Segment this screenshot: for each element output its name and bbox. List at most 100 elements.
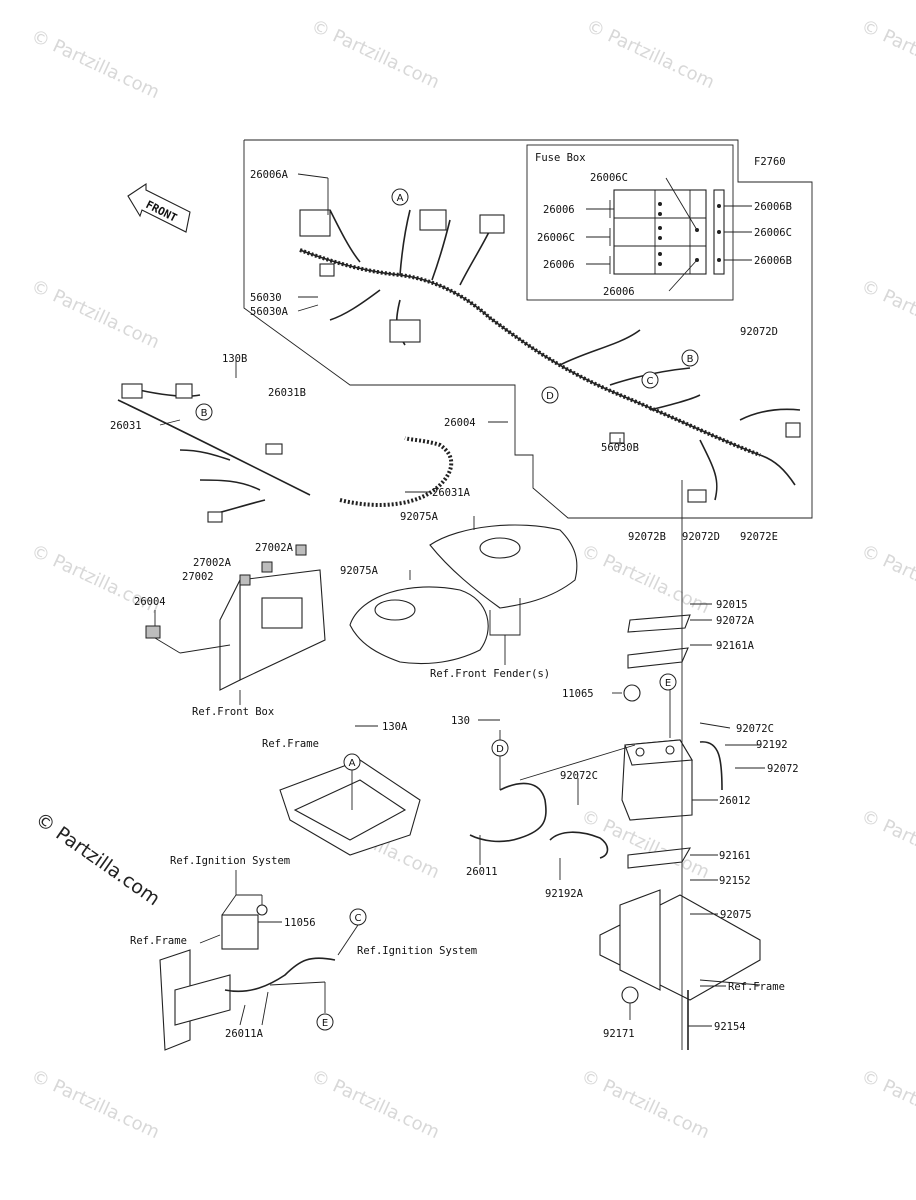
- part-label: Ref.Frame: [262, 738, 319, 750]
- part-label: 56030B: [601, 442, 639, 454]
- marker-circle: [681, 349, 699, 367]
- part-label: 26031A: [432, 487, 471, 499]
- part-label: 92075A: [400, 511, 439, 523]
- marker-label: B: [687, 354, 694, 365]
- leader-lines: [154, 173, 765, 1050]
- frame-lower-left: [159, 904, 336, 1051]
- marker-circle: [641, 371, 659, 389]
- part-label: 26012: [719, 795, 751, 807]
- part-label: 92152: [719, 875, 751, 887]
- marker-circle: [316, 1013, 334, 1031]
- part-label: 92161A: [716, 640, 755, 652]
- fuse-box-title: Fuse Box: [535, 152, 586, 164]
- part-label: 26006B: [754, 201, 792, 213]
- marker-circle: [195, 403, 213, 421]
- part-label: 26006C: [537, 232, 575, 244]
- marker-label: D: [546, 391, 554, 402]
- part-label: 27002A: [255, 542, 294, 554]
- main-harness: [299, 209, 801, 503]
- fuse-box-inset: Fuse Box F2760: [526, 144, 786, 301]
- part-label: 92192: [756, 739, 788, 751]
- cable-26031A: [339, 436, 454, 507]
- part-label: Ref.Frame: [130, 935, 187, 947]
- part-label: 11056: [284, 917, 316, 929]
- marker-circle: [659, 673, 677, 691]
- part-label: 26006C: [754, 227, 792, 239]
- part-label: 92075: [720, 909, 752, 921]
- battery-tray: [599, 889, 761, 1050]
- watermark: © Partzilla.com: [578, 540, 713, 618]
- part-label: 130B: [222, 353, 247, 365]
- watermark: © Partzilla.com: [308, 15, 443, 93]
- part-label: Ref.Front Box: [192, 706, 274, 718]
- part-label: 26006A: [250, 169, 289, 181]
- marker-circle: [541, 386, 559, 404]
- front-box: [145, 544, 326, 691]
- watermark: © Partzilla.com: [858, 805, 916, 883]
- part-label: 92171: [603, 1028, 635, 1040]
- sub-harness-26031: [117, 383, 311, 523]
- part-label: Ref.Ignition System: [170, 855, 290, 867]
- watermark: © Partzilla.com: [858, 15, 916, 93]
- watermark: © Partzilla.com: [578, 1065, 713, 1143]
- part-label: 92154: [714, 1021, 746, 1033]
- front-fenders: [349, 524, 578, 665]
- watermark: © Partzilla.com: [308, 1065, 443, 1143]
- part-label: 26011A: [225, 1028, 264, 1040]
- part-label: 92072D: [740, 326, 778, 338]
- watermark: © Partzilla.com: [28, 1065, 163, 1143]
- watermark: © Partzilla.com: [858, 275, 916, 353]
- part-label: 130A: [382, 721, 408, 733]
- part-label: 11065: [562, 688, 594, 700]
- part-label: 26006C: [590, 172, 628, 184]
- part-label: 26011: [466, 866, 498, 878]
- watermark: © Partzilla.com: [28, 275, 163, 353]
- part-label: 130: [451, 715, 470, 727]
- part-label: 26031: [110, 420, 142, 432]
- harness-outline: [243, 139, 813, 519]
- watermark: © Partzilla.com: [583, 15, 718, 93]
- part-label: 27002A: [193, 557, 232, 569]
- part-label: 92075A: [340, 565, 379, 577]
- watermark: © Partzilla.com: [28, 25, 163, 103]
- part-label: 26006: [603, 286, 635, 298]
- part-label: 26006: [543, 259, 575, 271]
- part-label: 26031B: [268, 387, 306, 399]
- marker-label: E: [322, 1018, 328, 1029]
- part-label: 92192A: [545, 888, 584, 900]
- part-label: 26004: [134, 596, 166, 608]
- part-label: Ref.Ignition System: [357, 945, 477, 957]
- marker-label: C: [355, 913, 362, 924]
- part-label: 92161: [719, 850, 751, 862]
- circle-markers: A A B B C C D D E E: [195, 188, 699, 1031]
- figure-code: F2760: [754, 156, 786, 168]
- marker-circle: [343, 753, 361, 771]
- part-label: 26004: [444, 417, 476, 429]
- marker-circle: [391, 188, 409, 206]
- part-label: 92072A: [716, 615, 755, 627]
- brand-mark: © Partzilla.com: [31, 808, 164, 910]
- marker-circle: [491, 739, 509, 757]
- part-label: 26006: [543, 204, 575, 216]
- marker-label: B: [201, 408, 208, 419]
- marker-label: C: [647, 376, 654, 387]
- part-labels: 26006A 26006C 26006 26006C 26006 26006 2…: [110, 169, 799, 1040]
- marker-label: A: [349, 758, 356, 769]
- part-label: 92015: [716, 599, 748, 611]
- frame-middle: [279, 759, 421, 856]
- watermark: © Partzilla.com: [858, 540, 916, 618]
- marker-label: A: [397, 193, 404, 204]
- front-arrow: FRONT: [127, 182, 191, 233]
- part-label: 56030: [250, 292, 282, 304]
- part-label: 92072C: [560, 770, 598, 782]
- part-label: 92072E: [740, 531, 778, 543]
- part-label: 56030A: [250, 306, 289, 318]
- part-label: Ref.Front Fender(s): [430, 668, 550, 680]
- watermark: © Partzilla.com: [858, 1065, 916, 1143]
- part-label: 92072B: [628, 531, 666, 543]
- battery-group: [469, 614, 723, 869]
- marker-label: E: [665, 678, 671, 689]
- part-label: 26006B: [754, 255, 792, 267]
- part-label: 27002: [182, 571, 214, 583]
